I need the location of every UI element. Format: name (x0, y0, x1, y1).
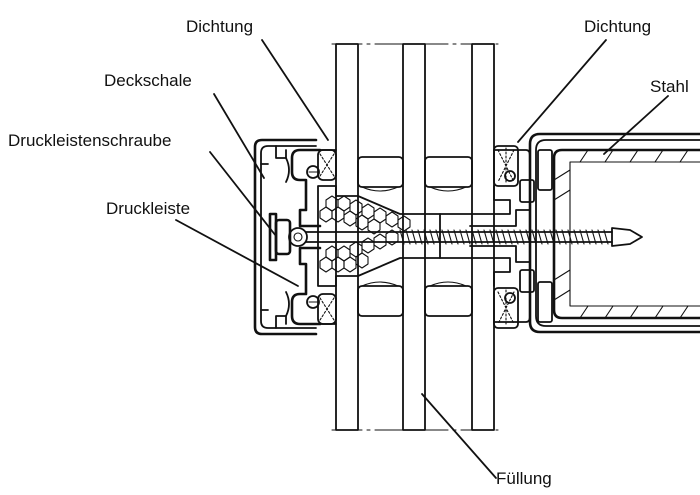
label-druckleistenschraube: Druckleistenschraube (8, 131, 171, 150)
insulator-core (317, 185, 441, 287)
labels: Dichtung Dichtung Stahl Deckschale Druck… (8, 17, 689, 488)
glass-panes (331, 43, 499, 431)
gaskets (306, 145, 519, 329)
gasket-inner-top (493, 145, 519, 187)
label-deckschale: Deckschale (104, 71, 192, 90)
label-druckleiste: Druckleiste (106, 199, 190, 218)
label-dichtung-right: Dichtung (584, 17, 651, 36)
glass-pane-1 (335, 43, 359, 431)
screw (268, 212, 643, 262)
gasket-outer-bottom (306, 293, 337, 325)
leader-lines (175, 39, 669, 479)
glass-pane-3 (471, 43, 495, 431)
label-fuellung: Füllung (496, 469, 552, 488)
label-stahl: Stahl (650, 77, 689, 96)
deckschale (253, 138, 318, 336)
gasket-outer-top (306, 149, 337, 181)
glass-pane-2 (402, 43, 426, 431)
gasket-inner-bottom (493, 287, 519, 329)
steel-profile (439, 132, 700, 334)
label-dichtung-left: Dichtung (186, 17, 253, 36)
